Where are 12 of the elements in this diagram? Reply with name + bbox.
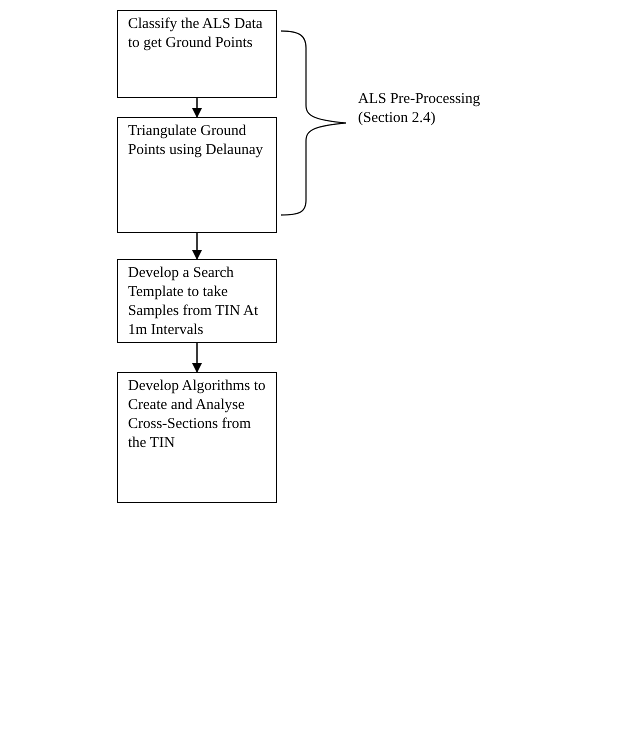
brace-label: ALS Pre-Processing (Section 2.4) — [358, 90, 482, 128]
box-text: Develop Algorithms to Create and Analyse Cross-Sections from the TIN — [128, 377, 266, 453]
process-box — [117, 117, 277, 233]
box-text: Classify the ALS Data to get Ground Points — [128, 15, 264, 53]
box-text: Develop a Search Template to take Samples from TIN At 1m Intervals — [128, 264, 260, 340]
arrow — [192, 343, 202, 373]
arrow — [192, 233, 202, 260]
arrow — [192, 98, 202, 118]
box-text: Triangulate Ground Points using Delaunay — [128, 122, 264, 160]
process-box — [117, 10, 277, 98]
process-box — [117, 259, 277, 343]
process-box — [117, 372, 277, 503]
